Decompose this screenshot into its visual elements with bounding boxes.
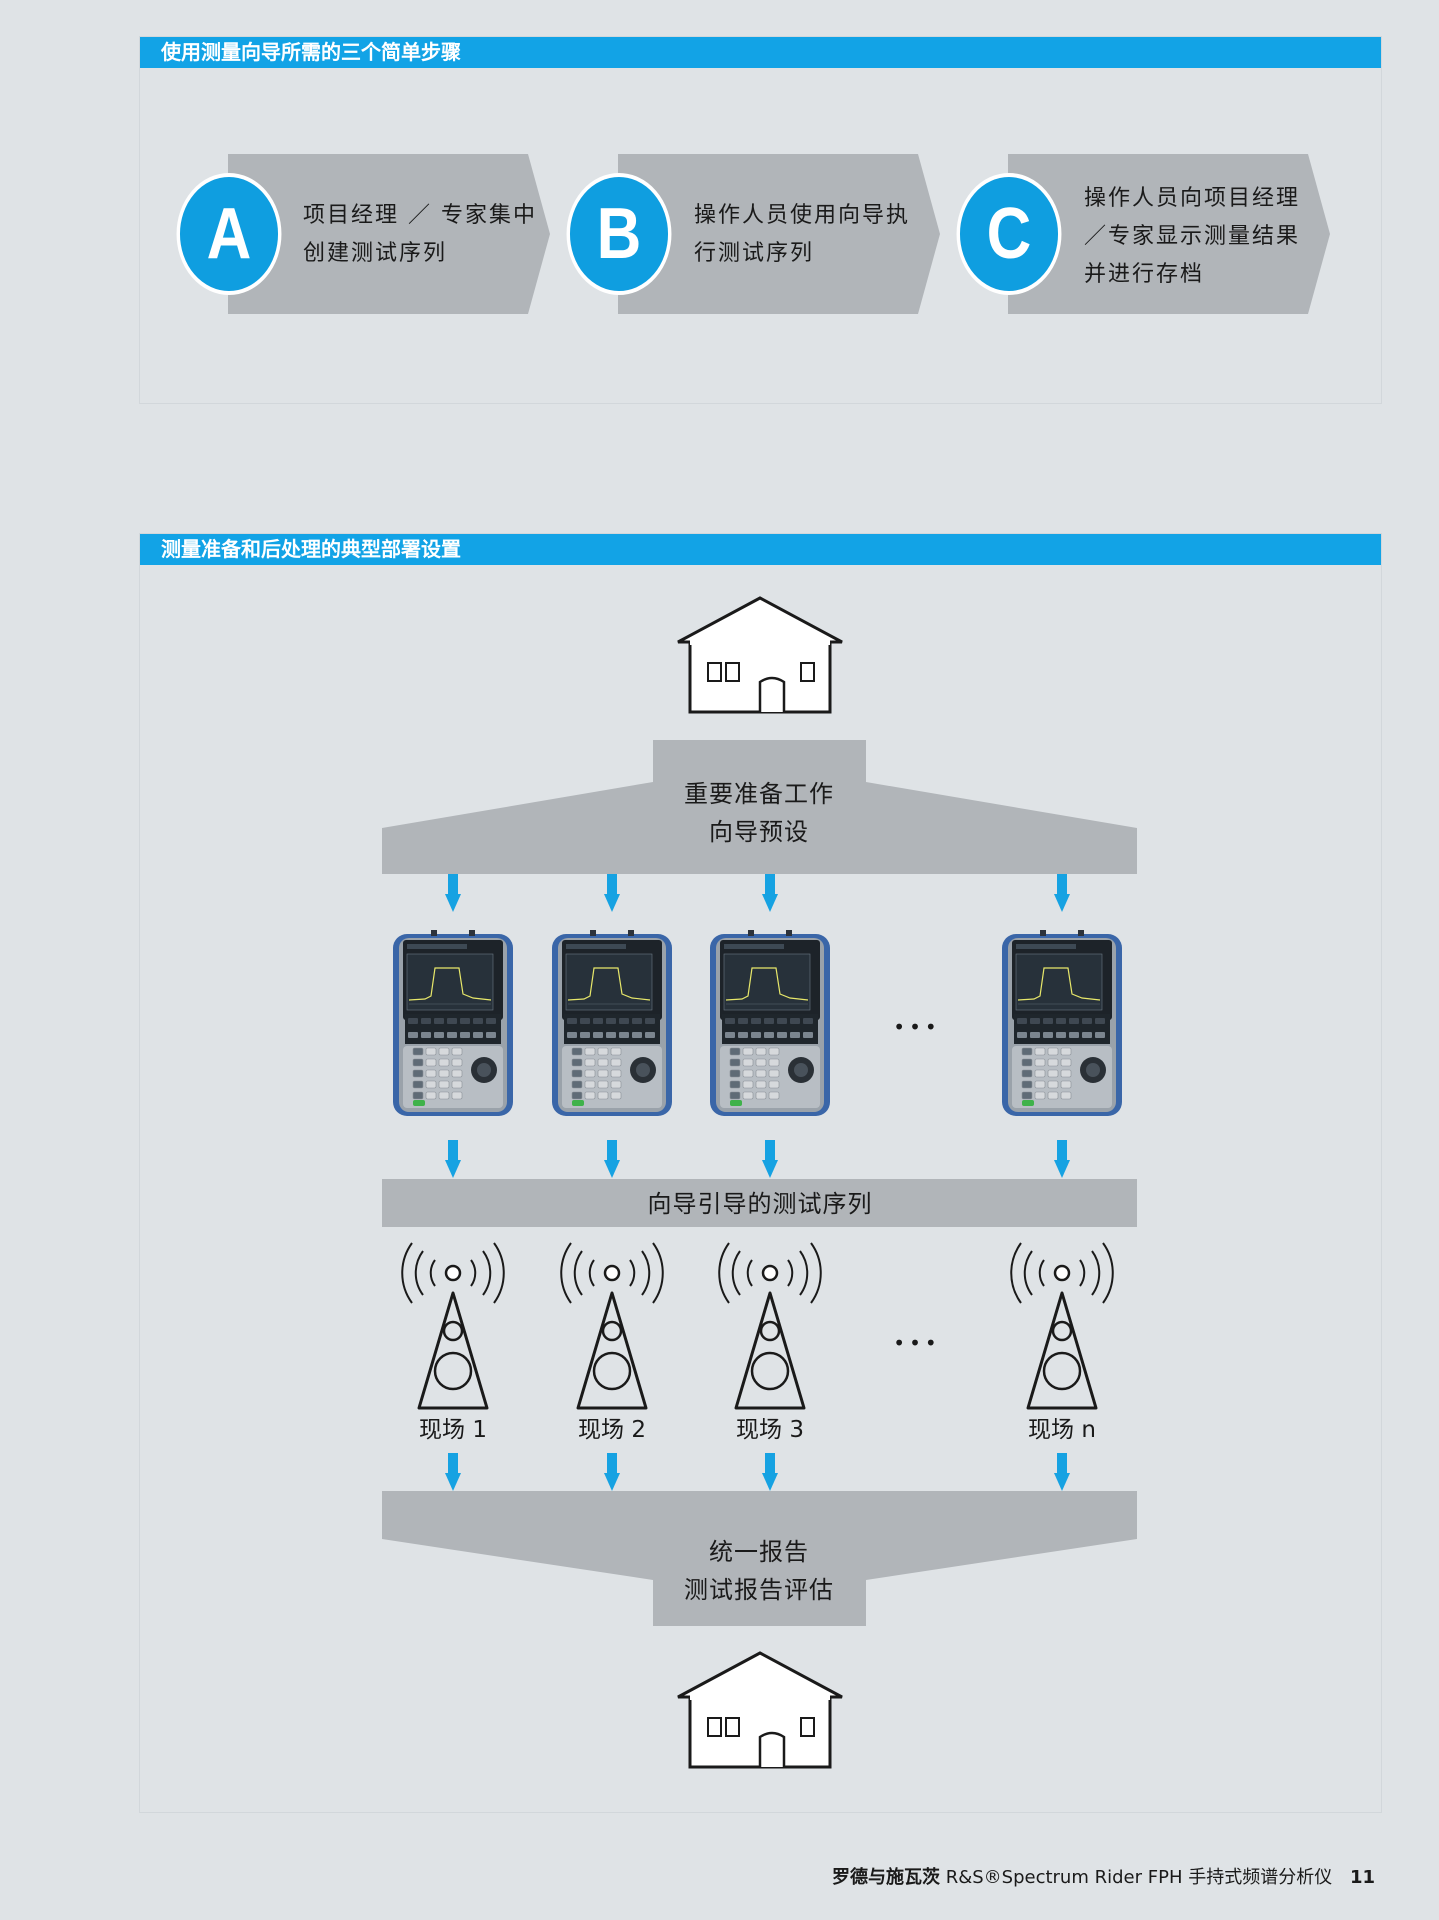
house-icon [676,1651,844,1769]
page-number: 11 [1349,1867,1375,1888]
down-arrow-icon [604,1140,620,1178]
step-c-arrow [1008,154,1330,314]
step-b-badge: B [566,173,672,295]
report-band [382,1491,1137,1626]
radio-tower-icon [1009,1241,1115,1410]
ellipsis-devices: ••• [893,1015,941,1039]
step-b-text: 操作人员使用向导执 行测试序列 [694,197,910,273]
steps-section: 使用测量向导所需的三个简单步骤 A 项目经理 ／ 专家集中 创建测试序列 B 操… [139,36,1382,404]
step-b-line-2: 行测试序列 [694,241,815,266]
step-a-arrow [228,154,550,314]
sequence-band [382,1179,1137,1227]
site-label-2: 现场 2 [578,1417,646,1443]
down-arrow-icon [762,1140,778,1178]
handheld-analyzer-icon [552,930,672,1116]
ellipsis-sites: ••• [893,1331,941,1355]
down-arrow-icon [762,874,778,912]
handheld-analyzer-icon [1002,930,1122,1116]
site-label-3: 现场 3 [736,1417,804,1443]
radio-tower-icon [400,1241,506,1410]
steps-section-title: 使用测量向导所需的三个简单步骤 [140,37,1381,68]
site-arrows [445,1453,1070,1491]
preparation-band [382,740,1137,874]
step-a-line-1: 项目经理 ／ 专家集中 [303,203,537,228]
down-arrow-icon [1054,1140,1070,1178]
preparation-label: 重要准备工作 向导预设 [612,775,906,851]
step-b-line-1: 操作人员使用向导执 [694,203,911,228]
step-c-text: 操作人员向项目经理 ／专家显示测量结果 并进行存档 [1084,180,1300,294]
step-b-arrow [618,154,940,314]
step-a-line-2: 创建测试序列 [303,241,448,266]
radio-tower-icon [559,1241,665,1410]
report-line-2: 测试报告评估 [684,1576,834,1604]
towers [400,1241,1115,1410]
handheld-analyzer-icon [710,930,830,1116]
house-icon [676,596,844,714]
report-line-1: 统一报告 [709,1538,809,1566]
device-arrows [445,1140,1070,1178]
handheld-analyzer-icon [393,930,513,1116]
down-arrow-icon [1054,1453,1070,1491]
down-arrow-icon [762,1453,778,1491]
radio-tower-icon [717,1241,823,1410]
deployment-section-title: 测量准备和后处理的典型部署设置 [140,534,1381,565]
prep-arrows [445,874,1070,912]
site-label-1: 现场 1 [419,1417,487,1443]
down-arrow-icon [604,1453,620,1491]
down-arrow-icon [445,1453,461,1491]
step-c-badge: C [956,173,1062,295]
footer-product: R&S®Spectrum Rider FPH 手持式频谱分析仪 [945,1867,1333,1888]
report-label: 统一报告 测试报告评估 [612,1533,906,1609]
page-footer: 罗德与施瓦茨 R&S®Spectrum Rider FPH 手持式频谱分析仪 1… [832,1863,1375,1889]
down-arrow-icon [445,874,461,912]
down-arrow-icon [604,874,620,912]
site-label-n: 现场 n [1028,1417,1096,1443]
down-arrow-icon [1054,874,1070,912]
step-a-text: 项目经理 ／ 专家集中 创建测试序列 [303,197,537,273]
footer-brand: 罗德与施瓦茨 [831,1867,940,1888]
step-c-line-1: 操作人员向项目经理 [1084,186,1301,211]
step-c-line-2: ／专家显示测量结果 [1084,224,1301,249]
preparation-line-1: 重要准备工作 [684,780,834,808]
step-a-badge: A [176,173,282,295]
sequence-label: 向导引导的测试序列 [647,1190,873,1218]
preparation-line-2: 向导预设 [709,818,809,846]
step-c-line-3: 并进行存档 [1084,262,1205,287]
down-arrow-icon [445,1140,461,1178]
